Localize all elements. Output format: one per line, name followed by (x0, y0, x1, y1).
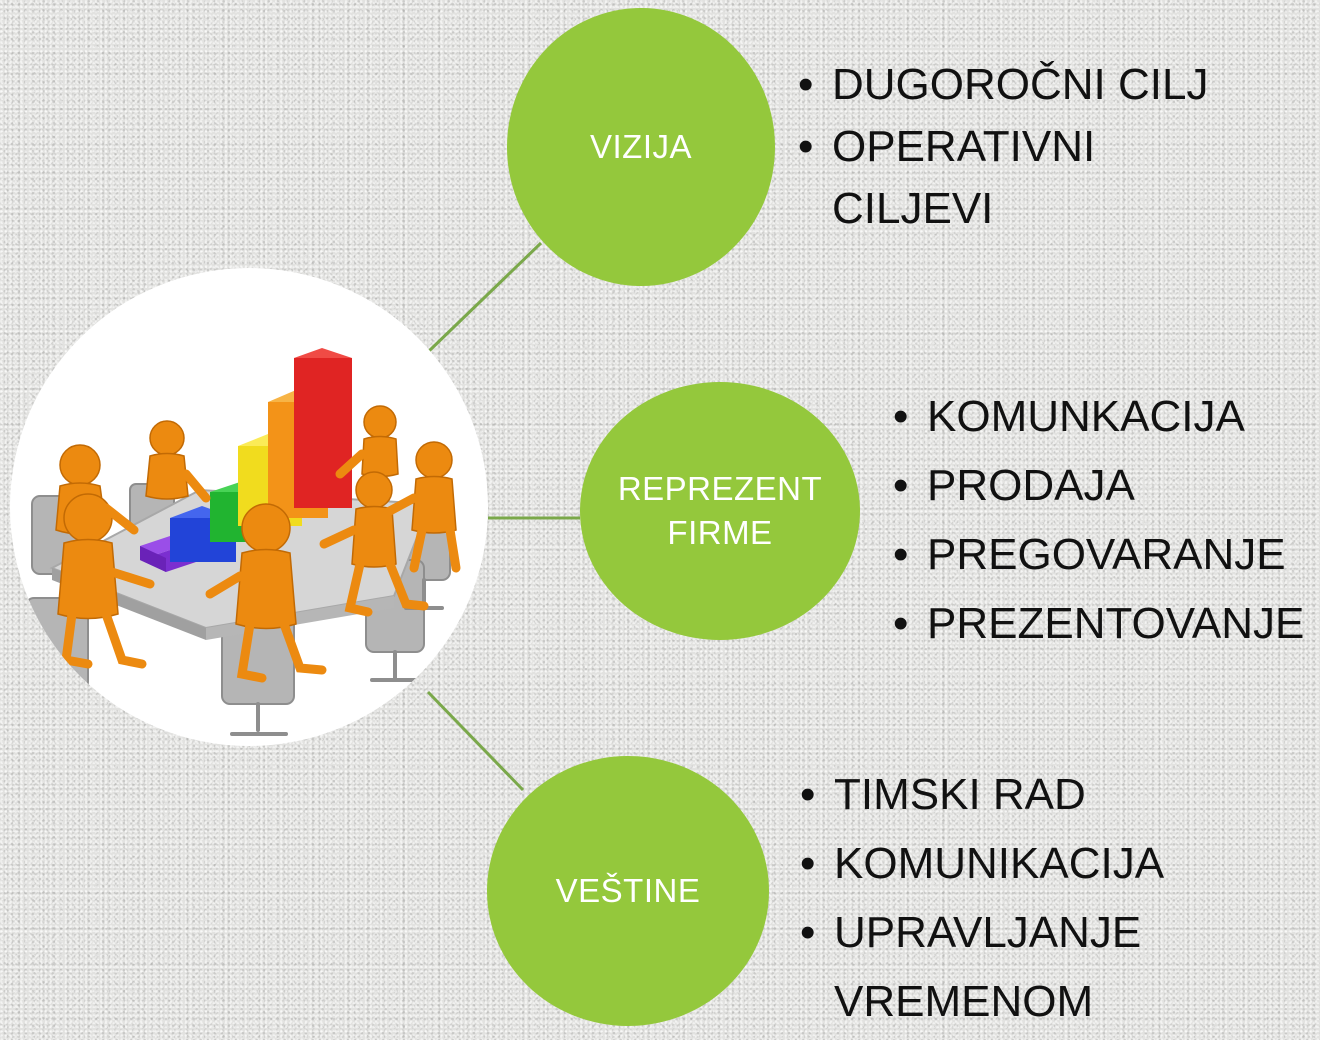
node-vizija-label: VIZIJA (589, 128, 693, 165)
node-vestine-label: VEŠTINE (555, 872, 701, 909)
bullet-item-continuation: CILJEVI (832, 184, 994, 233)
bullet-item: UPRAVLJANJE (800, 898, 1164, 967)
representative-bullet-list: KOMUNKACIJA PRODAJA PREGOVARANJE PREZENT… (893, 382, 1304, 658)
vestine-bullet-list: TIMSKI RAD KOMUNIKACIJA UPRAVLJANJE VREM… (800, 760, 1164, 1036)
bullet-item: PRODAJA (893, 451, 1304, 520)
node-representative-label-line2: FIRME (667, 514, 773, 551)
node-representative-label-line1: REPREZENT (617, 470, 823, 507)
node-vizija: VIZIJA (507, 8, 775, 286)
node-vestine: VEŠTINE (487, 756, 769, 1026)
bullet-item: PREGOVARANJE (893, 520, 1304, 589)
bullet-item: TIMSKI RAD (800, 760, 1164, 829)
vizija-bullet-list: DUGOROČNI CILJ OPERATIVNI CILJEVI (798, 54, 1208, 240)
hub-illustration (10, 268, 488, 746)
bullet-item: KOMUNKACIJA (893, 382, 1304, 451)
bullet-item: OPERATIVNI (798, 116, 1208, 178)
business-meeting-icon (25, 348, 461, 736)
bullet-item: PREZENTOVANJE (893, 589, 1304, 658)
connector-vestine (426, 690, 525, 792)
bullet-item: KOMUNIKACIJA (800, 829, 1164, 898)
node-representative: REPREZENT FIRME (580, 382, 860, 640)
bullet-item-continuation: VREMENOM (834, 977, 1094, 1026)
bullet-item: DUGOROČNI CILJ (798, 54, 1208, 116)
connector-vizija (426, 241, 543, 354)
